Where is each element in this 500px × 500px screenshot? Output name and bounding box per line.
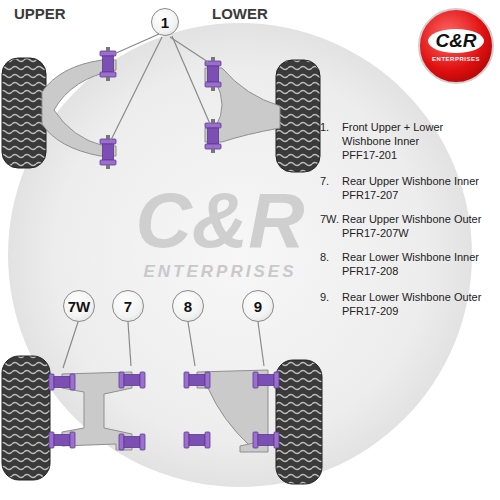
callout-circle: 8 [172, 290, 204, 322]
callout-number: 9 [254, 298, 262, 315]
watermark-text: ENTERPRISES [100, 262, 340, 282]
item-number: 1. [320, 120, 329, 134]
part-description: Rear Upper Wishbone Inner [342, 174, 494, 188]
callout-circle: 9 [242, 290, 274, 322]
rear-right-tyre [276, 360, 322, 484]
callout-number: 1 [161, 14, 169, 31]
item-number: 7W. [320, 212, 339, 226]
front-left-tyre [2, 58, 46, 168]
watermark-text: C&R [100, 178, 340, 262]
logo-text: C&R [428, 29, 483, 53]
logo-text: ENTERPRISES [432, 55, 480, 63]
part-description: Front Upper + Lower Wishbone Inner [342, 120, 494, 148]
front-right-tyre [276, 60, 320, 172]
rear-left-tyre [2, 356, 50, 480]
part-number: PFF17-201 [342, 148, 494, 162]
callout-circle: 1 [151, 8, 179, 36]
item-number: 7. [320, 174, 329, 188]
section-heading: UPPER [14, 5, 66, 23]
item-number: 8. [320, 250, 329, 264]
part-description: Rear Lower Wishbone Inner [342, 250, 494, 264]
part-number: PFR17-207 [342, 188, 494, 202]
item-number: 9. [320, 290, 329, 304]
callout-number: 7 [124, 298, 132, 315]
section-heading: LOWER [212, 5, 268, 23]
callout-number: 8 [184, 298, 192, 315]
part-number: PFR17-208 [342, 264, 494, 278]
part-description: Rear Upper Wishbone Outer [342, 212, 494, 226]
callout-circle: 7 [112, 290, 144, 322]
part-number: PFR17-209 [342, 304, 494, 318]
part-number: PFR17-207W [342, 226, 494, 240]
callout-number: 7W [68, 298, 91, 315]
logo-badge: C&R ENTERPRISES [418, 8, 494, 84]
part-description: Rear Lower Wishbone Outer [342, 290, 494, 304]
